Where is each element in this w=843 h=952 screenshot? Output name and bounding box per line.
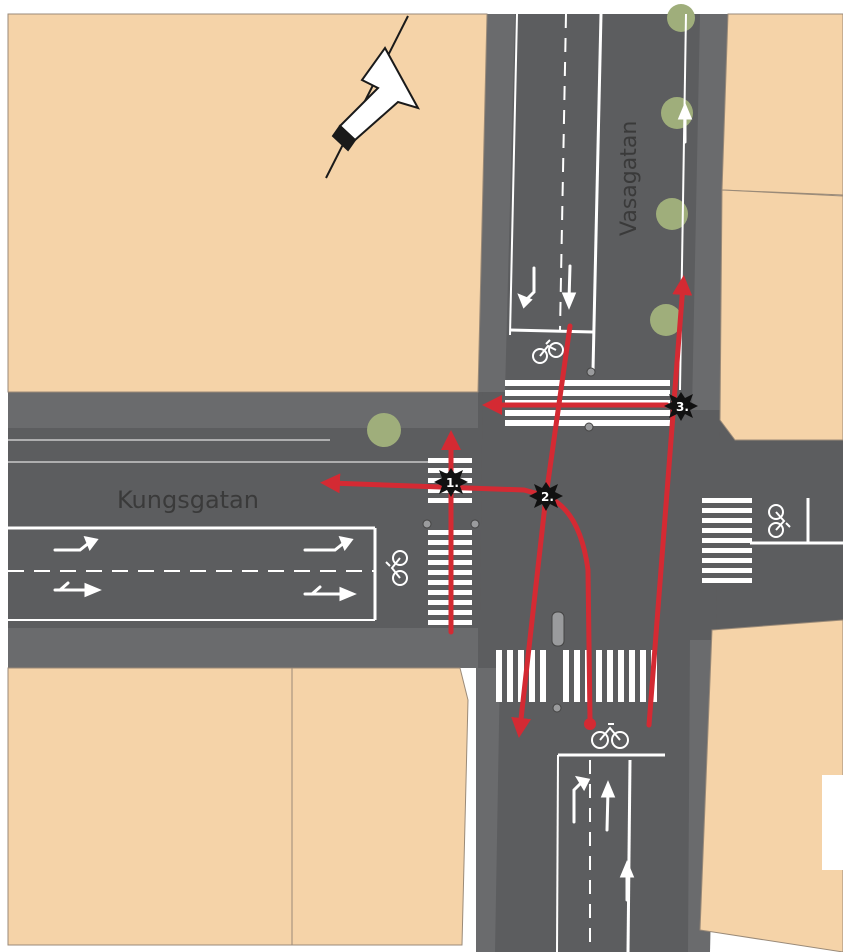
tree-icon [667, 4, 695, 32]
bicycle-icon [532, 339, 564, 364]
lane-markings [8, 13, 843, 952]
conflict-star-icon: 2. [529, 482, 563, 511]
conflict-label-1: 1. [446, 476, 459, 490]
block-northwest [7, 13, 488, 393]
lane-arrow-icon [517, 266, 536, 309]
lane-arrow-icon [303, 535, 354, 552]
block-northeast-1 [721, 13, 843, 196]
conflict-label-3: 3. [676, 400, 689, 414]
block-southwest [7, 667, 469, 946]
lane-arrow-icon [53, 535, 99, 552]
route-northbound-cycle [646, 275, 693, 728]
tree-icon [656, 198, 688, 230]
tree-icon [367, 413, 401, 447]
building-notch [822, 775, 843, 870]
route-end-dot [584, 718, 596, 730]
bicycle-markings [385, 339, 791, 749]
conflict-markers: 1. 2. 3. [434, 392, 698, 511]
bicycle-icon [768, 504, 791, 538]
street-label-kungsgatan: Kungsgatan [117, 486, 259, 514]
lane-arrow-icon [303, 585, 357, 602]
tree-icon [650, 304, 682, 336]
conflict-star-icon: 1. [434, 468, 468, 497]
lane-arrow-icon [561, 264, 577, 310]
lane-arrow-icon [677, 102, 693, 144]
lane-arrows [53, 102, 693, 902]
conflict-label-2: 2. [541, 490, 554, 504]
route-north-approach [543, 323, 573, 499]
traffic-islands [422, 367, 596, 713]
sidewalks [8, 14, 728, 952]
route-southbound [511, 493, 549, 738]
lane-arrow-icon [572, 775, 591, 824]
street-label-vasagatan: Vasagatan [617, 121, 642, 236]
block-southeast [699, 619, 843, 952]
bicycle-icon [591, 723, 629, 749]
north-arrow-icon [325, 15, 421, 179]
lane-arrow-icon [53, 581, 102, 598]
bicycle-icon [385, 550, 408, 586]
conflict-star-icon: 3. [664, 392, 698, 421]
crossing-east [702, 498, 752, 583]
lane-arrow-icon [600, 780, 616, 832]
block-northeast-2 [719, 189, 843, 441]
lane-arrow-icon [619, 860, 635, 902]
crossing-south [496, 650, 657, 702]
